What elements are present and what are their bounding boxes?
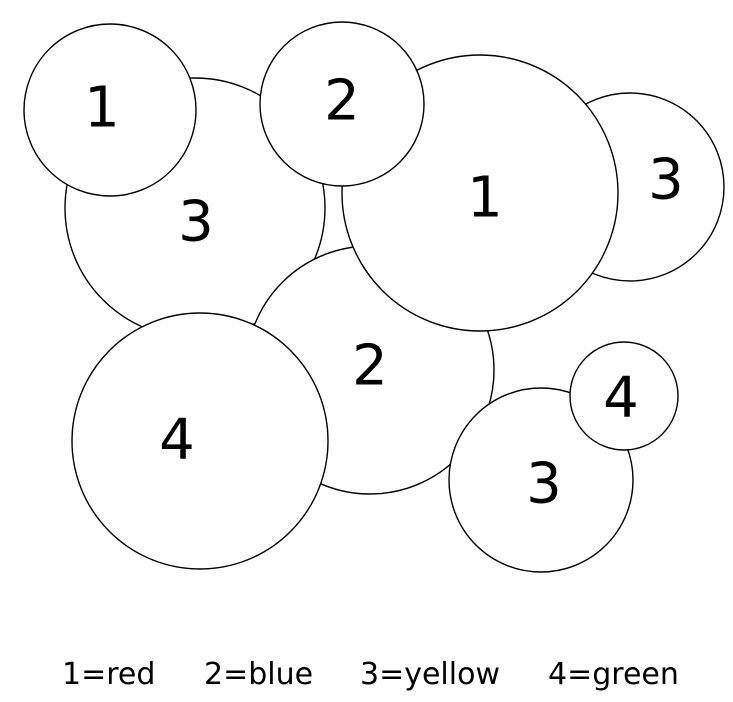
circle-number: 1 (84, 76, 120, 141)
circle-number: 3 (648, 148, 684, 213)
circle-number: 4 (603, 366, 639, 431)
circle-number: 3 (526, 452, 562, 517)
circle-region[interactable]: 4 (71, 312, 329, 570)
circle-region[interactable]: 1 (23, 23, 197, 197)
circle-number: 1 (467, 166, 503, 231)
circle-region[interactable]: 4 (569, 341, 679, 451)
legend-item-blue: 2=blue (204, 657, 314, 692)
legend-item-yellow: 3=yellow (360, 657, 500, 692)
color-key: 1=red 2=blue 3=yellow 4=green (0, 652, 733, 698)
legend-item-green: 4=green (548, 657, 679, 692)
circle-number: 3 (178, 190, 214, 255)
circle-region[interactable]: 2 (259, 21, 425, 187)
legend-item-red: 1=red (62, 657, 156, 692)
circle-number: 2 (324, 69, 360, 134)
circle-number: 4 (159, 408, 195, 473)
circle-number: 2 (352, 334, 388, 399)
